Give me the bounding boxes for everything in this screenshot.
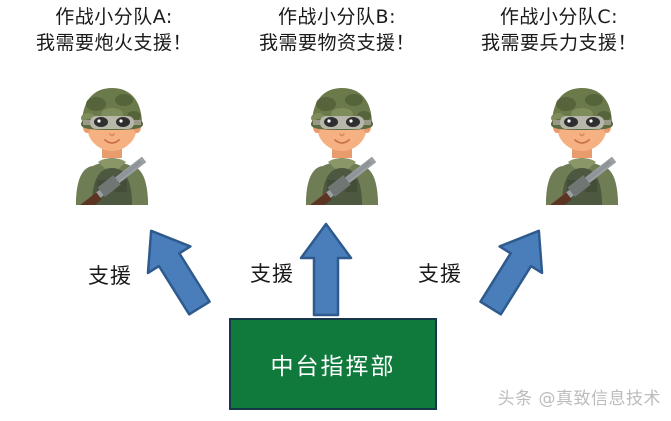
command-center-box: 中台指挥部 — [229, 318, 437, 410]
unit-caption-b: 作战小分队B: 我需要物资支援！ — [225, 4, 449, 56]
support-label-left: 支援 — [88, 264, 132, 288]
support-label-right: 支援 — [418, 262, 462, 286]
support-label-center: 支援 — [250, 262, 294, 286]
unit-caption-c: 作战小分队C: 我需要兵力支援！ — [447, 4, 671, 56]
unit-request-c: 我需要兵力支援！ — [480, 32, 637, 54]
arrow-up-icon — [297, 222, 355, 317]
arrow-up-right-icon — [470, 222, 560, 317]
soldier-icon-b — [282, 80, 402, 205]
unit-caption-a: 作战小分队A: 我需要炮火支援！ — [2, 4, 226, 56]
soldier-icon-c — [522, 80, 642, 205]
unit-title-b: 作战小分队B: — [278, 6, 396, 28]
watermark: 头条 @真致信息技术 — [497, 389, 661, 409]
unit-request-b: 我需要物资支援！ — [258, 32, 415, 54]
arrow-up-left-icon — [130, 222, 220, 317]
unit-title-a: 作战小分队A: — [55, 6, 173, 28]
command-center-label: 中台指挥部 — [270, 354, 396, 380]
unit-title-c: 作战小分队C: — [499, 6, 619, 28]
unit-request-a: 我需要炮火支援！ — [35, 32, 192, 54]
soldier-icon-a — [52, 80, 172, 205]
